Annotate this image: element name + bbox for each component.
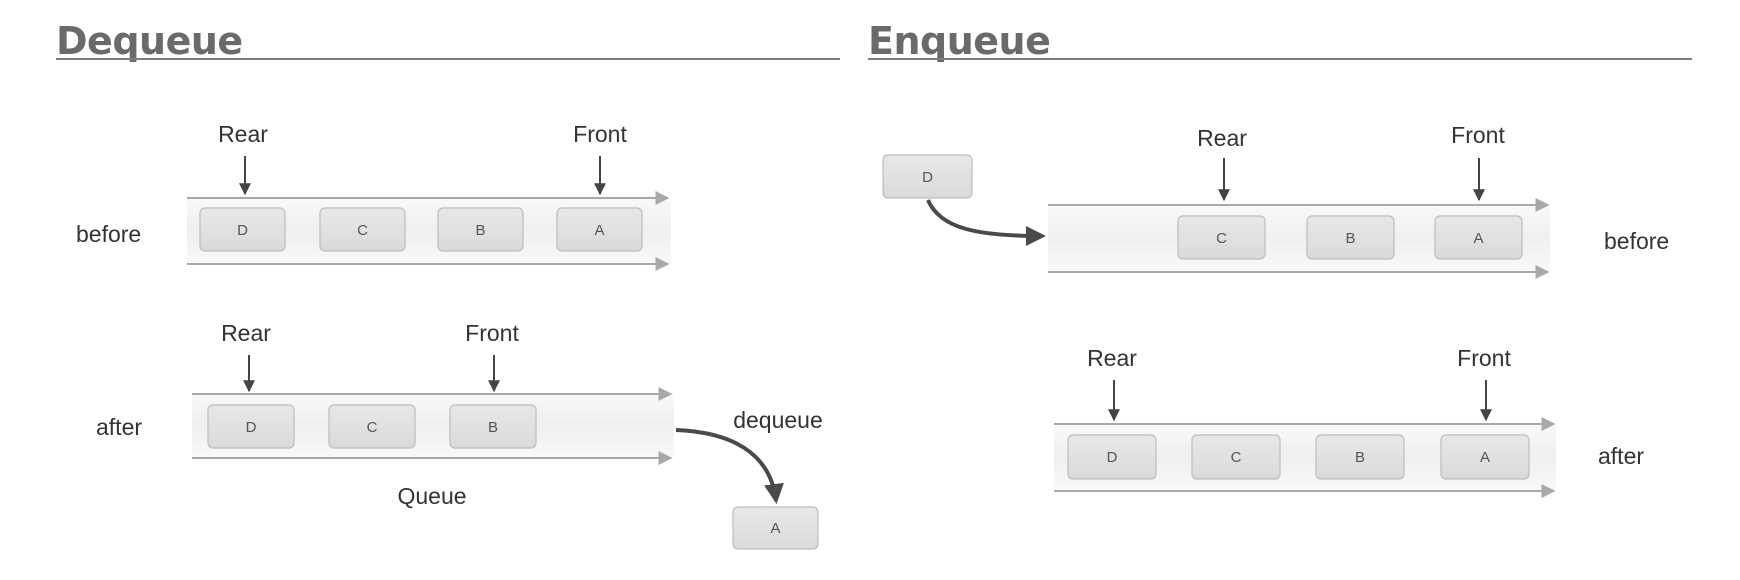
queue-item: D [199,207,286,252]
rear-label: Rear [1087,345,1137,371]
queue-item-label: C [1216,230,1227,247]
state-label-before: before [76,221,141,247]
queue-item: C [328,404,416,449]
state-label-after: after [96,414,142,440]
rear-label: Rear [221,320,271,346]
rear-label: Rear [218,121,268,147]
queue-item-label: B [1355,449,1365,466]
queue-item: A [556,207,643,252]
queue-item-label: D [237,222,248,239]
removed-item: A [732,506,819,550]
enqueue-title-rule [868,58,1692,60]
queue-item-label: B [488,419,498,436]
queue-item-label: C [1231,449,1242,466]
front-label: Front [573,121,627,147]
dequeue-after-queue: D C B after Rear Front Queue dequeue A [96,320,823,550]
queue-item: B [1306,215,1395,260]
incoming-item-label: D [922,169,933,186]
dequeue-arrow [675,428,784,504]
incoming-item: D [882,154,973,199]
queue-item-label: D [246,419,257,436]
dequeue-title: Dequeue [56,19,243,63]
queue-item: B [437,207,524,252]
enqueue-after-queue: D C B A after Rear Front [1054,345,1644,498]
dequeue-action-label: dequeue [733,407,823,433]
queue-item: D [207,404,295,449]
enqueue-before-queue: C B A before Rear Front D [882,122,1669,279]
queue-item: B [449,404,537,449]
queue-item: A [1440,434,1530,480]
removed-item-label: A [770,520,780,537]
queue-item: C [319,207,406,252]
rear-label: Rear [1197,125,1247,151]
enqueue-arrow [926,199,1046,246]
state-label-before: before [1604,228,1669,254]
state-label-after: after [1598,443,1644,469]
queue-item-label: B [1345,230,1355,247]
queue-item: B [1315,434,1405,480]
queue-item-label: C [367,419,378,436]
queue-item: C [1177,215,1266,260]
queue-item-label: C [357,222,368,239]
queue-item-label: A [1473,230,1483,247]
queue-item-label: A [1480,449,1490,466]
dequeue-before-queue: D C B A before Rear Front [76,121,671,271]
front-label: Front [1457,345,1511,371]
queue-item-label: B [475,222,485,239]
queue-item: D [1067,434,1157,480]
queue-item: A [1434,215,1523,260]
queue-item-label: D [1107,449,1118,466]
front-label: Front [465,320,519,346]
dequeue-title-rule [56,58,840,60]
queue-item: C [1191,434,1281,480]
front-label: Front [1451,122,1505,148]
queue-item-label: A [594,222,604,239]
enqueue-title: Enqueue [868,19,1051,63]
queue-label: Queue [397,483,466,509]
